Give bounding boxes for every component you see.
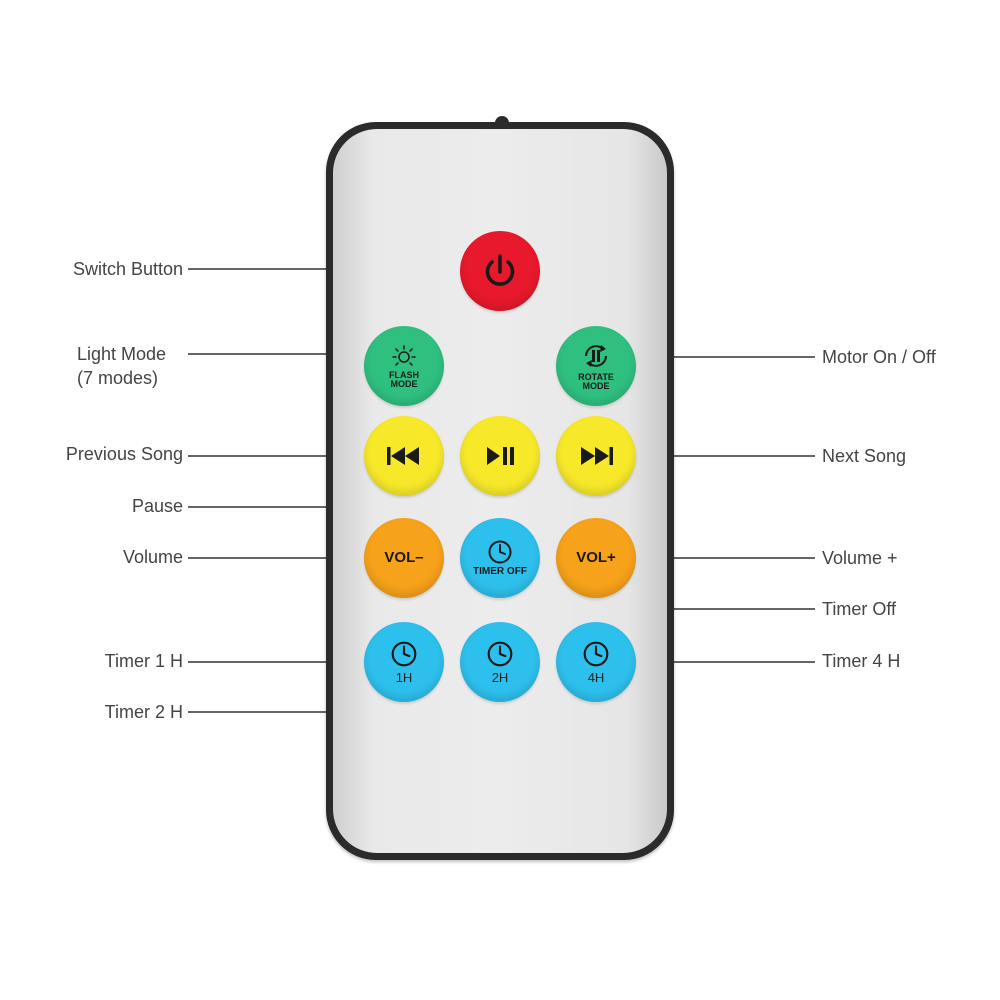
callout-light-mode: Light Mode (7 modes) [77, 343, 166, 389]
timer-4h-label: 4H [587, 669, 605, 685]
rotate-mode-button[interactable]: ROTATE MODE [556, 326, 636, 406]
callout-switch-button: Switch Button [72, 259, 183, 279]
clock-icon [488, 540, 512, 564]
timer-off-button[interactable]: TIMER OFF [460, 518, 540, 598]
volume-up-label: VOL+ [576, 549, 616, 567]
callout-volume-plus: Volume + [822, 548, 898, 568]
callout-volume-minus: Volume [122, 547, 183, 567]
callout-timer-off: Timer Off [822, 599, 897, 619]
timer-1h-button[interactable]: 1H [364, 622, 444, 702]
rotate-mode-label: ROTATE MODE [578, 371, 614, 391]
volume-up-button[interactable]: VOL+ [556, 518, 636, 598]
play-pause-icon [487, 447, 514, 465]
timer-4h-button[interactable]: 4H [556, 622, 636, 702]
callout-light-mode-line1: Light Mode [77, 344, 167, 364]
callout-next-song: Next Song [822, 446, 907, 466]
callout-timer-2h: Timer 2 H [104, 702, 183, 722]
timer-2h-button[interactable]: 2H [460, 622, 540, 702]
flash-mode-button[interactable]: FLASH MODE [364, 326, 444, 406]
flash-mode-label: FLASH MODE [389, 369, 419, 389]
next-song-button[interactable] [556, 416, 636, 496]
callout-pause: Pause [131, 496, 183, 516]
rotate-pause-icon [585, 344, 607, 367]
previous-song-button[interactable] [364, 416, 444, 496]
power-button[interactable] [460, 231, 540, 311]
callout-timer-4h: Timer 4 H [822, 651, 901, 671]
timer-2h-label: 2H [491, 669, 509, 685]
clock-icon [583, 641, 609, 667]
volume-down-label: VOL– [384, 549, 424, 567]
timer-off-label: TIMER OFF [473, 565, 527, 577]
volume-down-button[interactable]: VOL– [364, 518, 444, 598]
clock-icon [487, 641, 513, 667]
power-icon [485, 254, 515, 286]
skip-next-icon [581, 447, 613, 465]
callout-previous-song: Previous Song [65, 444, 183, 464]
callout-light-mode-line2: (7 modes) [77, 368, 159, 388]
skip-previous-icon [387, 447, 419, 465]
callout-motor: Motor On / Off [822, 347, 936, 367]
callout-timer-1h: Timer 1 H [104, 651, 183, 671]
play-pause-button[interactable] [460, 416, 540, 496]
clock-icon [391, 641, 417, 667]
sun-icon [392, 344, 416, 366]
timer-1h-label: 1H [395, 669, 413, 685]
ir-emitter [495, 116, 509, 124]
